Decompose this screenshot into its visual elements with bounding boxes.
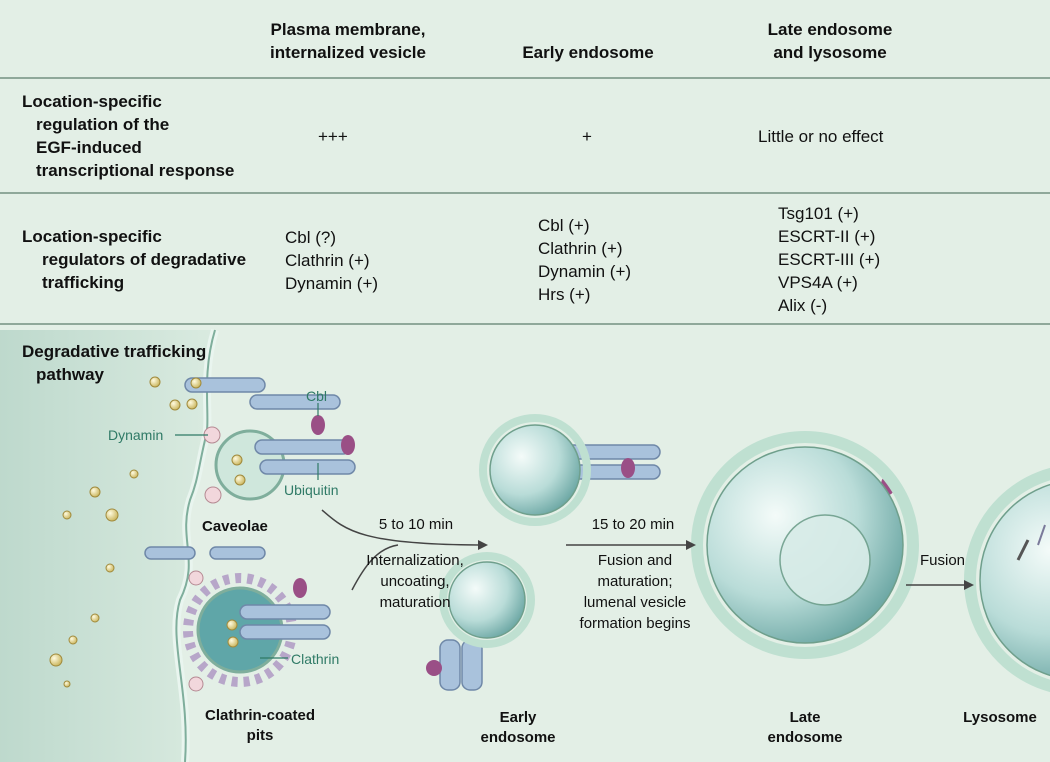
label-late-endosome-l2: endosome <box>767 729 843 746</box>
list-item: VPS4A (+) <box>778 273 858 292</box>
label-clathrin-coated-pits: Clathrin-coated pits <box>190 706 330 746</box>
label-dynamin: Dynamin <box>108 427 164 443</box>
step2-time: 15 to 20 min <box>591 516 675 533</box>
label-clathrin-coated-pits-l2: pits <box>246 727 274 744</box>
row1-header: Location-specific regulation of the EGF-… <box>22 90 234 182</box>
row2-header-l2: regulators of degradative <box>42 250 247 269</box>
list-item: Alix (-) <box>778 296 828 315</box>
list-item: Clathrin (+) <box>538 239 623 258</box>
col-header-late-l1: Late endosome <box>767 20 893 39</box>
label-clathrin-coated-pits-l1: Clathrin-coated <box>204 707 315 724</box>
label-late-endosome-l1: Late <box>789 709 821 726</box>
label-cbl: Cbl <box>306 388 328 404</box>
divider-1 <box>0 77 1050 79</box>
step3-label: Fusion <box>919 552 966 569</box>
row1-header-l4: transcriptional response <box>36 161 235 180</box>
lysosome-sphere <box>964 467 1050 693</box>
early-endosome-top <box>479 414 591 526</box>
pathway-header-l1: Degradative trafficking <box>22 342 207 361</box>
list-item: ESCRT-II (+) <box>778 227 876 246</box>
step1-time: 5 to 10 min <box>378 516 454 533</box>
pathway-header: Degradative trafficking pathway <box>22 340 206 386</box>
list-item: ESCRT-III (+) <box>778 250 881 269</box>
list-item: Clathrin (+) <box>285 251 370 270</box>
step2-desc-l3: lumenal vesicle <box>583 594 687 611</box>
step2-desc-l2: maturation; <box>597 573 673 590</box>
row1-late-value: Little or no effect <box>758 127 884 146</box>
row2-plasma-list: Cbl (?) Clathrin (+) Dynamin (+) <box>285 226 378 295</box>
row2-header: Location-specific regulators of degradat… <box>22 225 246 294</box>
col-header-plasma-l1: Plasma membrane, <box>270 20 426 39</box>
step1-desc-l3: maturation <box>379 594 451 611</box>
col-header-late: Late endosome and lysosome <box>730 18 930 64</box>
label-caveolae: Caveolae <box>202 518 268 535</box>
label-early-endosome: Early endosome <box>468 708 568 748</box>
col-header-late-l2: and lysosome <box>773 43 887 62</box>
list-item: Hrs (+) <box>538 285 591 304</box>
row2-early-list: Cbl (+) Clathrin (+) Dynamin (+) Hrs (+) <box>538 214 631 306</box>
row1-plasma-value: +++ <box>318 127 348 146</box>
row2-header-l3: trafficking <box>42 273 125 292</box>
label-early-endosome-l1: Early <box>499 709 537 726</box>
early-endosome-bottom <box>439 552 535 648</box>
row2-header-l1: Location-specific <box>22 227 162 246</box>
row1-early-value: + <box>582 127 592 146</box>
col-header-early: Early endosome <box>522 43 654 62</box>
pathway-header-l2: pathway <box>36 365 105 384</box>
step2-description: Fusion and maturation; lumenal vesicle f… <box>575 550 695 634</box>
label-ubiquitin: Ubiquitin <box>284 482 339 498</box>
label-lysosome: Lysosome <box>963 709 1037 726</box>
list-item: Dynamin (+) <box>285 274 379 293</box>
row2-late-list: Tsg101 (+) ESCRT-II (+) ESCRT-III (+) VP… <box>778 202 880 317</box>
row1-header-l1: Location-specific <box>22 92 162 111</box>
list-item: Cbl (+) <box>538 216 590 235</box>
process-arrows <box>321 509 968 591</box>
divider-2 <box>0 192 1050 194</box>
col-header-plasma-l2: internalized vesicle <box>270 43 426 62</box>
step2-desc-l4: formation begins <box>579 615 691 632</box>
row1-header-l2: regulation of the <box>36 115 170 134</box>
label-late-endosome: Late endosome <box>755 708 855 748</box>
late-endosome-sphere <box>691 431 919 659</box>
list-item: Cbl (?) <box>285 228 337 247</box>
col-header-plasma: Plasma membrane, internalized vesicle <box>228 18 468 64</box>
step1-desc-l1: Internalization, <box>366 552 464 569</box>
list-item: Tsg101 (+) <box>778 204 859 223</box>
step2-desc-l1: Fusion and <box>597 552 673 569</box>
step1-desc-l2: uncoating, <box>380 573 450 590</box>
label-clathrin: Clathrin <box>291 651 340 667</box>
list-item: Dynamin (+) <box>538 262 632 281</box>
row1-header-l3: EGF-induced <box>36 138 142 157</box>
step1-description: Internalization, uncoating, maturation <box>360 550 470 613</box>
divider-3 <box>0 323 1050 325</box>
label-early-endosome-l2: endosome <box>480 729 556 746</box>
